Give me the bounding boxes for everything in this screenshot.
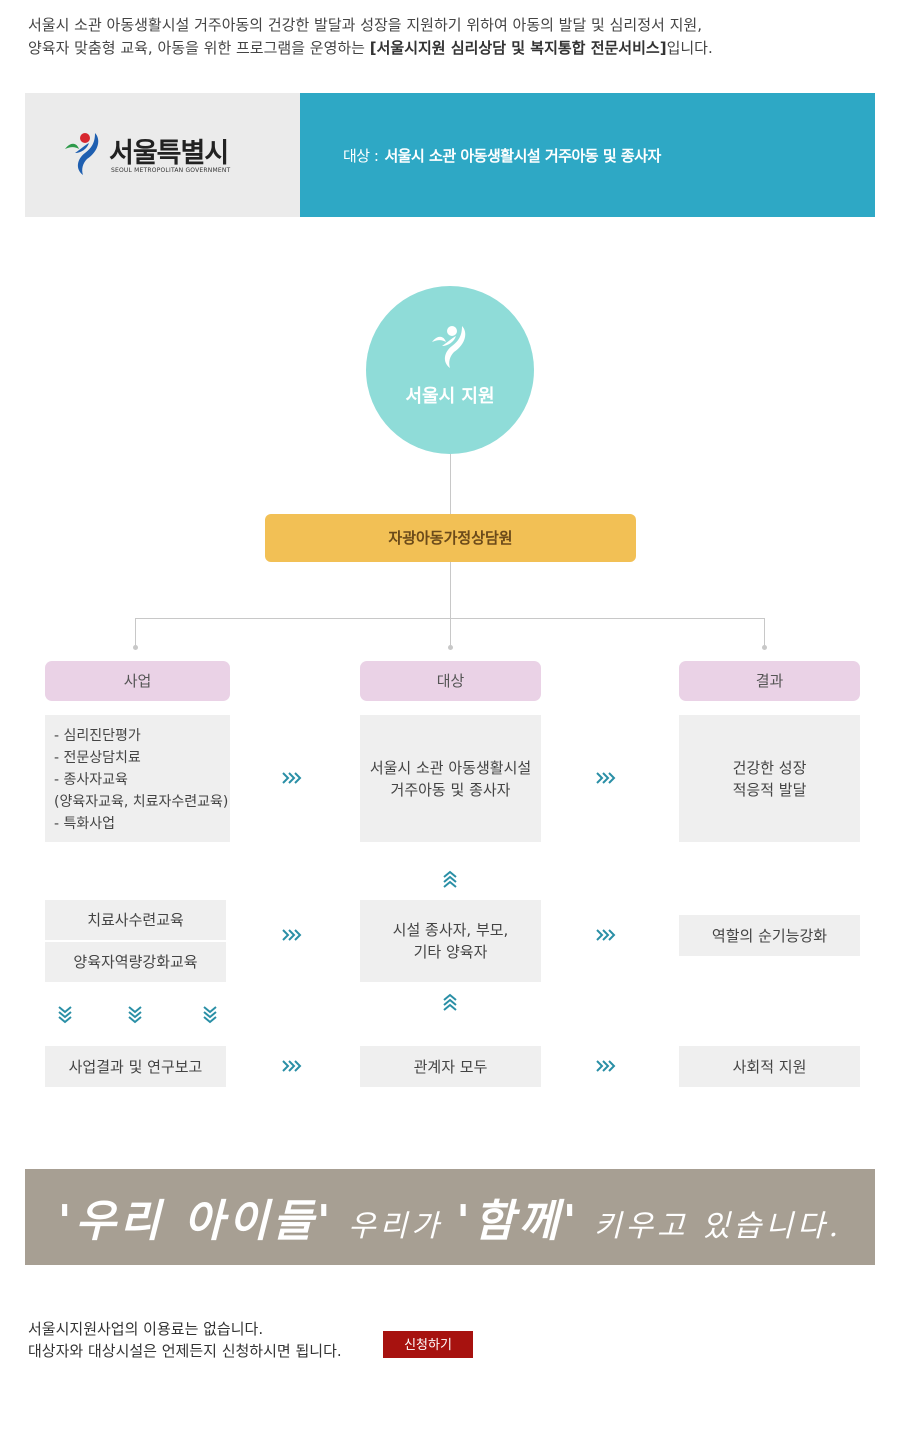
business-item-3-detail: (양육자교육, 치료자수련교육) (54, 794, 229, 810)
footer-line-2: 대상자와 대상시설은 언제든지 신청하시면 됩니다. (28, 1342, 342, 1360)
footer-text: 서울시지원사업의 이용료는 없습니다. 대상자와 대상시설은 언제든지 신청하시… (28, 1318, 342, 1362)
connector-branch-left (135, 618, 136, 646)
intro-line-2-suffix: 입니다. (666, 39, 713, 57)
target-row1-line1: 서울시 소관 아동생활시설 (369, 758, 532, 777)
target-line: 대상 : 서울시 소관 아동생활시설 거주아동 및 종사자 (343, 145, 661, 166)
intro-line-2-bold: [서울시지원 심리상담 및 복지통합 전문서비스] (369, 39, 667, 57)
triple-chevron-right-icon (596, 929, 616, 941)
business-box-row2a: 치료사수련교육 (45, 900, 226, 940)
target-box-row3: 관계자 모두 (360, 1046, 541, 1087)
footer-line-1: 서울시지원사업의 이용료는 없습니다. (28, 1320, 264, 1338)
target-banner: 서울특별시 SEOUL METROPOLITAN GOVERNMENT 대상 :… (25, 93, 875, 217)
result-box-row2: 역할의 순기능강화 (679, 915, 860, 956)
triple-chevron-up-icon (443, 993, 457, 1011)
result-row1-line1: 건강한 성장 (732, 758, 807, 777)
connector-branch-right (764, 618, 765, 646)
business-box-row3: 사업결과 및 연구보고 (45, 1046, 226, 1087)
business-item-2: - 전문상담치료 (54, 750, 141, 766)
header-business: 사업 (45, 661, 230, 701)
intro-line-1: 서울시 소관 아동생활시설 거주아동의 건강한 발달과 성장을 지원하기 위하여… (28, 16, 702, 34)
circle-label: 서울시 지원 (405, 386, 495, 407)
target-row2-line2: 기타 양육자 (413, 943, 488, 961)
triple-chevron-down-icon (58, 1006, 72, 1024)
header-target: 대상 (360, 661, 541, 701)
business-item-3: - 종사자교육 (54, 772, 128, 788)
slogan-text: '우리 아이들' 우리가 '함께' 키우고 있습니다. (58, 1185, 842, 1249)
connector-center-branch (450, 562, 451, 618)
target-box-row1: 서울시 소관 아동생활시설 거주아동 및 종사자 (360, 715, 541, 842)
triple-chevron-right-icon (596, 1060, 616, 1072)
target-label: 대상 : (343, 147, 379, 165)
triple-chevron-down-icon (203, 1006, 217, 1024)
target-row1-line2: 거주아동 및 종사자 (390, 780, 511, 799)
target-row2-line1: 시설 종사자, 부모, (392, 921, 509, 939)
business-item-4: - 특화사업 (54, 816, 116, 832)
target-box-row2: 시설 종사자, 부모, 기타 양육자 (360, 900, 541, 982)
slogan-part-3: '함께' (456, 1196, 581, 1247)
target-value: 서울시 소관 아동생활시설 거주아동 및 종사자 (384, 147, 661, 165)
connector-circle-center (450, 454, 451, 514)
connector-dot-right (762, 645, 767, 650)
apply-button[interactable]: 신청하기 (383, 1331, 473, 1358)
connector-dot-left (133, 645, 138, 650)
slogan-banner: '우리 아이들' 우리가 '함께' 키우고 있습니다. (25, 1169, 875, 1265)
result-box-row1: 건강한 성장 적응적 발달 (679, 715, 860, 842)
seoul-logo-icon (65, 133, 99, 175)
seoul-support-circle: 서울시 지원 (366, 286, 534, 454)
connector-branch-middle (450, 618, 451, 646)
business-box-row2b: 양육자역량강화교육 (45, 942, 226, 982)
business-list-box: - 심리진단평가 - 전문상담치료 - 종사자교육 (양육자교육, 치료자수련교… (45, 715, 230, 842)
slogan-part-2: 우리가 (334, 1209, 457, 1244)
triple-chevron-right-icon (282, 1060, 302, 1072)
header-result: 결과 (679, 661, 860, 701)
triple-chevron-right-icon (282, 929, 302, 941)
business-item-1: - 심리진단평가 (54, 728, 141, 744)
intro-text: 서울시 소관 아동생활시설 거주아동의 건강한 발달과 성장을 지원하기 위하여… (28, 14, 878, 60)
triple-chevron-right-icon (282, 772, 302, 784)
target-info-panel: 대상 : 서울시 소관 아동생활시설 거주아동 및 종사자 (300, 93, 875, 217)
seoul-figure-icon (432, 326, 466, 368)
seoul-logo-subtext: SEOUL METROPOLITAN GOVERNMENT (111, 167, 231, 174)
triple-chevron-up-icon (443, 870, 457, 888)
triple-chevron-down-icon (128, 1006, 142, 1024)
seoul-logo-text: 서울특별시 (109, 138, 229, 169)
center-organization-box: 자광아동가정상담원 (265, 514, 636, 562)
result-box-row3: 사회적 지원 (679, 1046, 860, 1087)
slogan-part-4: 키우고 있습니다. (580, 1209, 843, 1244)
seoul-logo-panel: 서울특별시 SEOUL METROPOLITAN GOVERNMENT (25, 93, 300, 217)
intro-line-2-prefix: 양육자 맞춤형 교육, 아동을 위한 프로그램을 운영하는 (28, 39, 370, 57)
intro-line-2: 양육자 맞춤형 교육, 아동을 위한 프로그램을 운영하는 [서울시지원 심리상… (28, 37, 878, 60)
connector-dot-middle (448, 645, 453, 650)
result-row1-line2: 적응적 발달 (732, 780, 807, 799)
slogan-part-1: '우리 아이들' (57, 1196, 335, 1247)
triple-chevron-right-icon (596, 772, 616, 784)
